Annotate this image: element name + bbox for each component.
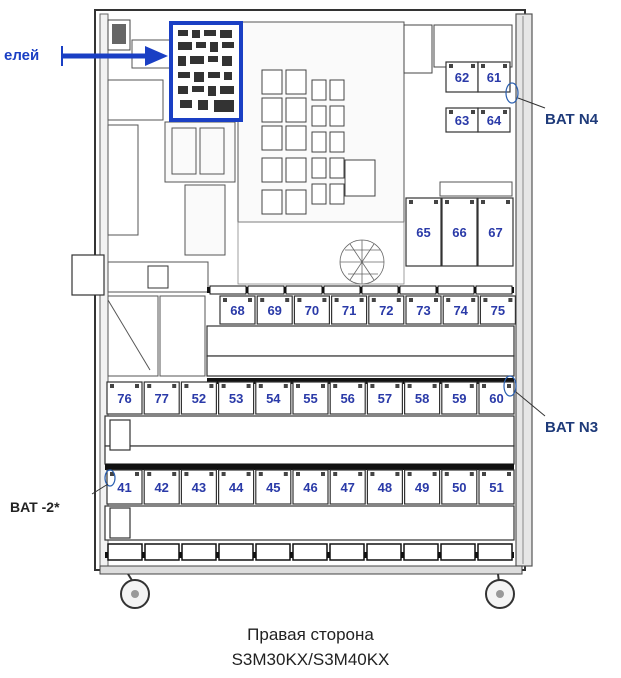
battery-cell: 66 bbox=[441, 197, 478, 267]
battery-number: 54 bbox=[266, 391, 281, 406]
label-bat-n3: BAT N3 bbox=[545, 419, 598, 436]
battery-number: 58 bbox=[415, 391, 429, 406]
battery-number: 47 bbox=[340, 480, 354, 495]
battery-cell: 71 bbox=[331, 295, 368, 325]
battery-number: 52 bbox=[192, 391, 206, 406]
battery-cell: 58 bbox=[404, 381, 441, 415]
battery-cell: 46 bbox=[292, 469, 329, 505]
cabinet-base bbox=[99, 565, 523, 575]
battery-number: 74 bbox=[453, 303, 468, 318]
battery-cell: 54 bbox=[255, 381, 292, 415]
battery-number: 69 bbox=[267, 303, 281, 318]
battery-cell: 74 bbox=[442, 295, 479, 325]
battery-number: 65 bbox=[416, 225, 430, 240]
battery-number: 76 bbox=[117, 391, 131, 406]
battery-number: 51 bbox=[489, 480, 503, 495]
battery-number: 72 bbox=[379, 303, 393, 318]
battery-number: 68 bbox=[230, 303, 244, 318]
shelf-rails bbox=[104, 325, 515, 541]
battery-cell: 51 bbox=[478, 469, 515, 505]
battery-cell: 62 bbox=[445, 61, 479, 93]
battery-number: 62 bbox=[455, 70, 469, 85]
battery-cell: 41 bbox=[106, 469, 143, 505]
battery-cell: 59 bbox=[441, 381, 478, 415]
battery-cell: 47 bbox=[329, 469, 366, 505]
battery-number: 48 bbox=[378, 480, 392, 495]
wheel-right bbox=[485, 573, 515, 609]
wheel-left bbox=[120, 573, 150, 609]
battery-number: 64 bbox=[487, 113, 502, 128]
battery-number: 67 bbox=[488, 225, 502, 240]
battery-cell: 64 bbox=[477, 107, 511, 133]
battery-cell: 75 bbox=[479, 295, 516, 325]
battery-number: 63 bbox=[455, 113, 469, 128]
battery-cell: 57 bbox=[366, 381, 403, 415]
battery-cell: 76 bbox=[106, 381, 143, 415]
callout-left-partial: елей bbox=[4, 47, 39, 64]
battery-cell: 49 bbox=[404, 469, 441, 505]
battery-cell: 45 bbox=[255, 469, 292, 505]
caption-line-2: S3M30KX/S3M40KX bbox=[231, 650, 390, 669]
battery-cell: 77 bbox=[143, 381, 180, 415]
battery-cell: 42 bbox=[143, 469, 180, 505]
battery-cell: 65 bbox=[405, 197, 442, 267]
battery-number: 41 bbox=[117, 480, 131, 495]
battery-cell: 72 bbox=[368, 295, 405, 325]
caption-line-1: Правая сторона bbox=[247, 625, 374, 644]
battery-cell: 61 bbox=[477, 61, 511, 93]
battery-cell: 56 bbox=[329, 381, 366, 415]
battery-number: 42 bbox=[154, 480, 168, 495]
battery-number: 60 bbox=[489, 391, 503, 406]
battery-number: 45 bbox=[266, 480, 280, 495]
battery-number: 56 bbox=[340, 391, 354, 406]
battery-number: 70 bbox=[305, 303, 319, 318]
battery-number: 71 bbox=[342, 303, 356, 318]
battery-cell: 67 bbox=[477, 197, 514, 267]
battery-cell: 68 bbox=[219, 295, 256, 325]
battery-layer: 62 61 63 64 65 66 67 68 69 70 71 72 73 74 75 76 77 52 53 54… bbox=[106, 61, 516, 505]
battery-cell: 69 bbox=[256, 295, 293, 325]
battery-number: 77 bbox=[154, 391, 168, 406]
battery-cell: 70 bbox=[293, 295, 330, 325]
battery-cell: 44 bbox=[218, 469, 255, 505]
label-bat-n4: BAT N4 bbox=[545, 111, 599, 128]
battery-number: 66 bbox=[452, 225, 466, 240]
battery-cell: 55 bbox=[292, 381, 329, 415]
battery-number: 49 bbox=[415, 480, 429, 495]
pcb-small-board bbox=[184, 184, 226, 256]
battery-number: 75 bbox=[491, 303, 505, 318]
battery-number: 44 bbox=[229, 480, 244, 495]
arrow-to-board bbox=[61, 46, 168, 66]
pcb-components bbox=[261, 24, 513, 215]
battery-cell: 48 bbox=[366, 469, 403, 505]
highlighted-board-pattern bbox=[178, 30, 234, 112]
terminal-markers bbox=[104, 82, 519, 487]
cabinet-right-rail bbox=[515, 13, 533, 567]
battery-cell: 73 bbox=[405, 295, 442, 325]
battery-number: 57 bbox=[378, 391, 392, 406]
battery-number: 46 bbox=[303, 480, 317, 495]
battery-number: 61 bbox=[487, 70, 501, 85]
battery-number: 53 bbox=[229, 391, 243, 406]
battery-number: 43 bbox=[192, 480, 206, 495]
battery-number: 50 bbox=[452, 480, 466, 495]
battery-number: 73 bbox=[416, 303, 430, 318]
battery-number: 59 bbox=[452, 391, 466, 406]
battery-cell: 43 bbox=[180, 469, 217, 505]
battery-cell: 50 bbox=[441, 469, 478, 505]
battery-cell: 63 bbox=[445, 107, 479, 133]
battery-cell: 53 bbox=[218, 381, 255, 415]
battery-cell: 60 bbox=[478, 381, 515, 415]
battery-number: 55 bbox=[303, 391, 317, 406]
label-bat-2: BAT -2* bbox=[10, 499, 60, 515]
battery-cell: 52 bbox=[180, 381, 217, 415]
